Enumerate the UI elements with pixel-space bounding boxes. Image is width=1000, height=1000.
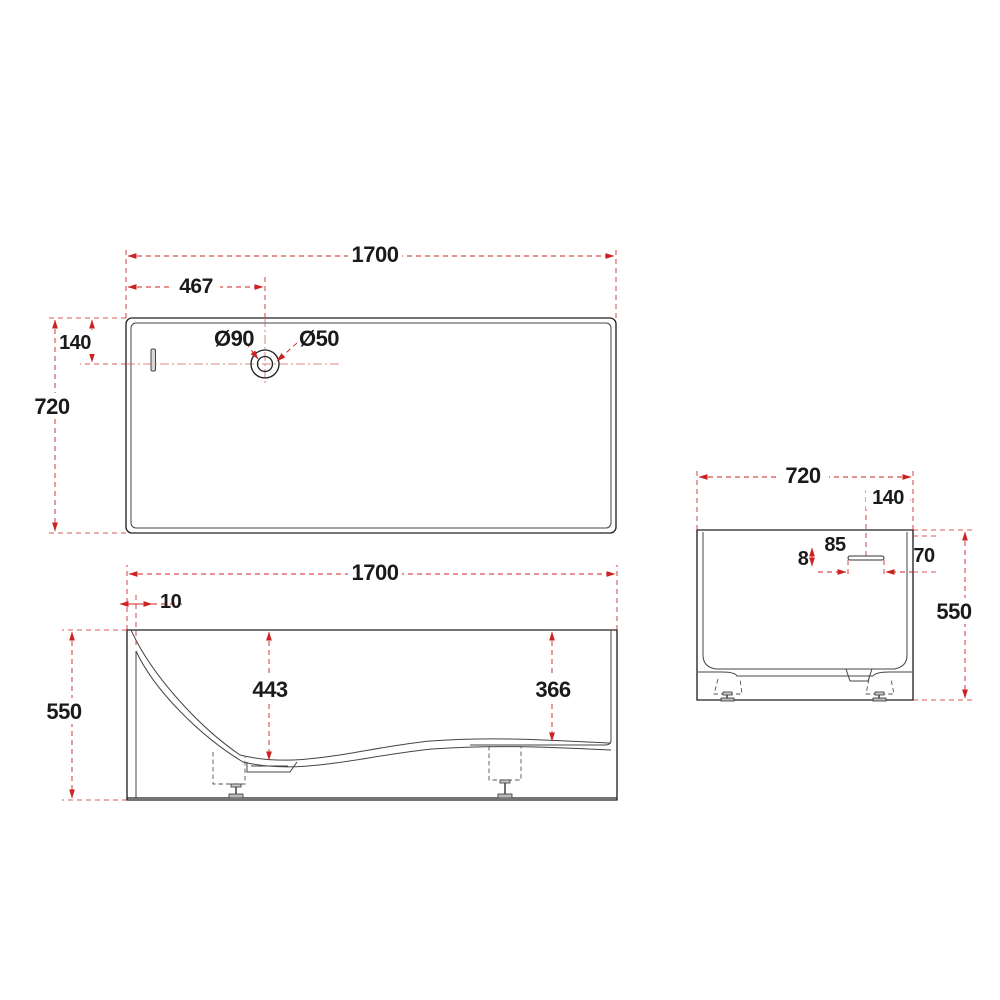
foot-base-right [497,793,513,799]
front-elevation-view: 1700 10 550 443 366 [38,559,618,801]
side-foot-plate-left [722,691,733,696]
label-bg-top-467 [172,273,220,298]
label-bg-front-550 [38,698,90,724]
foot-bracket-left-hidden [212,752,246,785]
tub-shell-inner-curve [135,650,612,768]
dim-top-overall-length: 1700 [352,242,399,267]
dim-overflow-drop: 70 [913,545,935,567]
tub-shell-outer-curve [130,629,612,761]
dim-depth-at-drain: 443 [252,677,287,702]
dim-front-overall-height: 550 [46,699,81,724]
side-foot-plate-right [874,691,885,696]
label-bg-side-550 [928,598,980,624]
dim-top-overall-width: 720 [34,394,69,419]
side-foot-base-right [872,697,887,702]
side-basin-wall [702,532,908,670]
foot-plate-left [230,783,242,788]
tub-outline-front [126,629,618,801]
drain-inner-circle [256,355,274,373]
overflow-slot-side [847,555,885,561]
side-foot-bracket-right [865,678,895,695]
dim-drain-from-edge: 140 [59,332,91,354]
dim-drain-inner-diameter: Ø50 [299,326,339,351]
dim-drain-from-left: 467 [179,275,213,298]
overflow-slot-top [150,348,156,372]
dim-front-overall-length: 1700 [352,560,399,585]
label-bg-85 [818,531,852,555]
label-bg-front-366 [524,676,582,702]
label-bg-side-140 [866,485,910,509]
side-foot-bracket-left [713,678,743,695]
label-bg-top-140 [54,330,98,354]
leader-dia50 [276,342,298,362]
dim-side-overall-width: 720 [785,463,820,488]
front-right-inner-edge [470,630,612,746]
tub-inner-rim-top [130,322,612,529]
label-bg-side-720 [777,462,829,488]
dim-front-rim-thickness: 10 [160,591,182,613]
dim-depth-at-right: 366 [535,677,570,702]
foot-base-left [228,793,244,799]
label-bg-top-1700 [348,241,402,267]
label-bg-top-720 [26,393,78,419]
side-foot-base-left [720,697,735,702]
drain-boss-front [246,761,298,773]
dim-drain-outer-diameter: Ø90 [214,326,254,351]
side-shell-underside [698,671,912,677]
side-drain-sump [845,668,873,682]
dim-overflow-from-right: 140 [872,487,904,509]
label-bg-front-1700 [348,559,402,585]
label-bg-front-443 [241,676,299,702]
leader-dia90 [245,342,259,360]
dim-overflow-slot-height: 8 [798,548,809,570]
dim-overflow-slot-length: 85 [824,534,846,556]
tub-outline-top [125,317,617,534]
side-end-view: 720 140 85 8 70 550 [696,462,980,702]
foot-plate-right [499,779,511,784]
top-plan-view: 1700 467 140 720 Ø90 Ø50 [26,241,617,534]
dim-side-overall-height: 550 [936,599,971,624]
drain-outer-circle [250,349,280,379]
foot-bracket-right-hidden [488,746,522,781]
